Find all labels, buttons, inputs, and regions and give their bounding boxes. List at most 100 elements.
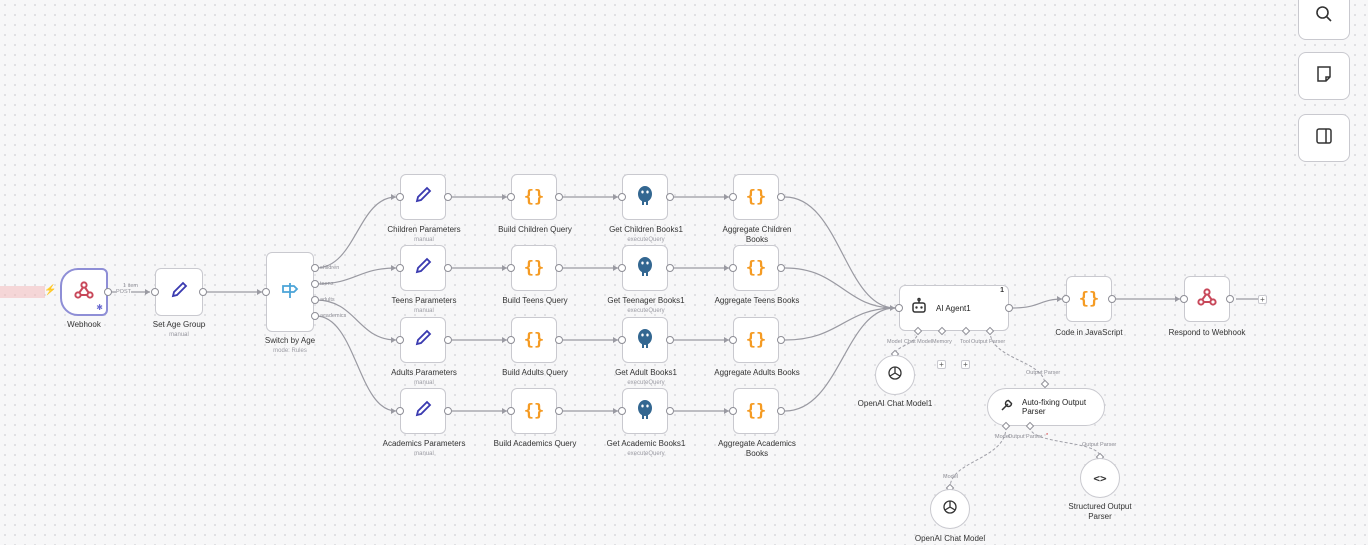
input-port[interactable]: [618, 336, 626, 344]
respond-output-port[interactable]: [1226, 295, 1234, 303]
build-children-query-node[interactable]: {}: [511, 174, 557, 220]
input-port[interactable]: [729, 193, 737, 201]
auto-fixing-output-parser-label: Auto-fixing Output Parser: [1022, 397, 1087, 417]
add-next-node-button[interactable]: +: [1258, 295, 1267, 304]
children-parameters-node[interactable]: [400, 174, 446, 220]
sticky-note-button[interactable]: [1298, 52, 1350, 100]
webhook-icon: [1197, 287, 1217, 312]
webhook-node[interactable]: ✱: [60, 268, 108, 316]
ai-agent-input-port[interactable]: [895, 304, 903, 312]
input-port[interactable]: [507, 193, 515, 201]
build-teens-query-node[interactable]: {}: [511, 245, 557, 291]
code-output-port[interactable]: [1108, 295, 1116, 303]
panel-toggle-button[interactable]: [1298, 114, 1350, 162]
input-port[interactable]: [618, 193, 626, 201]
add-tool-button[interactable]: +: [961, 360, 970, 369]
aggregate-academics-books-node[interactable]: {}: [733, 388, 779, 434]
get-academic-books-label: Get Academic Books1: [606, 439, 686, 448]
input-port[interactable]: [507, 336, 515, 344]
code-brackets-icon: <>: [1093, 471, 1107, 485]
wire-autofix-output-parser: [1029, 426, 1101, 458]
output-port[interactable]: [555, 264, 563, 272]
add-memory-button[interactable]: +: [937, 360, 946, 369]
output-port[interactable]: [666, 193, 674, 201]
switch-output-children[interactable]: [311, 264, 319, 272]
output-port[interactable]: [555, 336, 563, 344]
academics-parameters-node[interactable]: [400, 388, 446, 434]
get-adult-books-node[interactable]: [622, 317, 668, 363]
output-port[interactable]: [555, 407, 563, 415]
input-port[interactable]: [396, 193, 404, 201]
postgres-icon: [634, 184, 656, 211]
output-port[interactable]: [777, 407, 785, 415]
switch-input-port[interactable]: [262, 288, 270, 296]
set-age-output-port[interactable]: [199, 288, 207, 296]
input-port[interactable]: [618, 264, 626, 272]
input-port[interactable]: [396, 336, 404, 344]
respond-input-port[interactable]: [1180, 295, 1188, 303]
input-port[interactable]: [729, 407, 737, 415]
input-port[interactable]: [507, 264, 515, 272]
output-port[interactable]: [666, 407, 674, 415]
postgres-icon: [634, 398, 656, 425]
output-port[interactable]: [666, 264, 674, 272]
output-port[interactable]: [666, 336, 674, 344]
aggregate-children-books-node[interactable]: {}: [733, 174, 779, 220]
autofix-port-label-output-parser: Output Parser: [1008, 434, 1043, 440]
switch-output-teens[interactable]: [311, 280, 319, 288]
respond-to-webhook-node[interactable]: [1184, 276, 1230, 322]
robot-icon: [910, 297, 928, 320]
code-in-javascript-node[interactable]: {}: [1066, 276, 1112, 322]
ai-agent-port-label-tool: Tool: [960, 339, 971, 345]
output-port[interactable]: [444, 407, 452, 415]
set-age-sub: manual: [169, 332, 189, 338]
openai-chat-model1-node[interactable]: [875, 355, 915, 395]
webhook-output-port[interactable]: [104, 288, 112, 296]
auto-fixing-output-parser-node[interactable]: Auto-fixing Output Parser: [987, 388, 1105, 426]
switch-by-age-node[interactable]: [266, 252, 314, 332]
switch-output-label-academics: academics: [320, 313, 347, 319]
trigger-bolt-icon: ⚡: [44, 285, 57, 296]
wire-switch-academics: [315, 315, 397, 412]
code-braces-icon: {}: [523, 401, 545, 421]
structured-output-parser-node[interactable]: <>: [1080, 458, 1120, 498]
output-port[interactable]: [444, 264, 452, 272]
code-input-port[interactable]: [1062, 295, 1070, 303]
adults-parameters-node[interactable]: [400, 317, 446, 363]
build-adults-query-node[interactable]: {}: [511, 317, 557, 363]
aggregate-teens-books-node[interactable]: {}: [733, 245, 779, 291]
get-children-books-node[interactable]: [622, 174, 668, 220]
openai-chat-model-node[interactable]: [930, 489, 970, 529]
build-academics-query-node[interactable]: {}: [511, 388, 557, 434]
code-braces-icon: {}: [745, 401, 767, 421]
switch-output-academics[interactable]: [311, 312, 319, 320]
output-port[interactable]: [444, 193, 452, 201]
autofix-port-label-model: Model: [995, 434, 1010, 440]
set-age-group-node[interactable]: [155, 268, 203, 316]
openai-icon: [886, 364, 904, 387]
output-port[interactable]: [444, 336, 452, 344]
get-adult-books-label: Get Adult Books1: [615, 368, 677, 377]
search-button[interactable]: [1298, 0, 1350, 40]
input-port[interactable]: [396, 264, 404, 272]
output-port[interactable]: [777, 193, 785, 201]
signpost-icon: [280, 280, 300, 305]
output-port[interactable]: [777, 336, 785, 344]
set-age-label: Set Age Group: [152, 320, 206, 329]
switch-output-adults[interactable]: [311, 296, 319, 304]
ai-agent-node[interactable]: AI Agent1 1: [899, 285, 1009, 331]
output-port[interactable]: [555, 193, 563, 201]
ai-agent-output-port[interactable]: [1005, 304, 1013, 312]
input-port[interactable]: [396, 407, 404, 415]
get-teenager-books-node[interactable]: [622, 245, 668, 291]
get-academic-books-node[interactable]: [622, 388, 668, 434]
set-age-input-port[interactable]: [151, 288, 159, 296]
input-port[interactable]: [618, 407, 626, 415]
input-port[interactable]: [729, 264, 737, 272]
aggregate-adults-books-node[interactable]: {}: [733, 317, 779, 363]
input-port[interactable]: [729, 336, 737, 344]
wire-agg-academics-agent: [784, 307, 896, 412]
input-port[interactable]: [507, 407, 515, 415]
teens-parameters-node[interactable]: [400, 245, 446, 291]
output-port[interactable]: [777, 264, 785, 272]
